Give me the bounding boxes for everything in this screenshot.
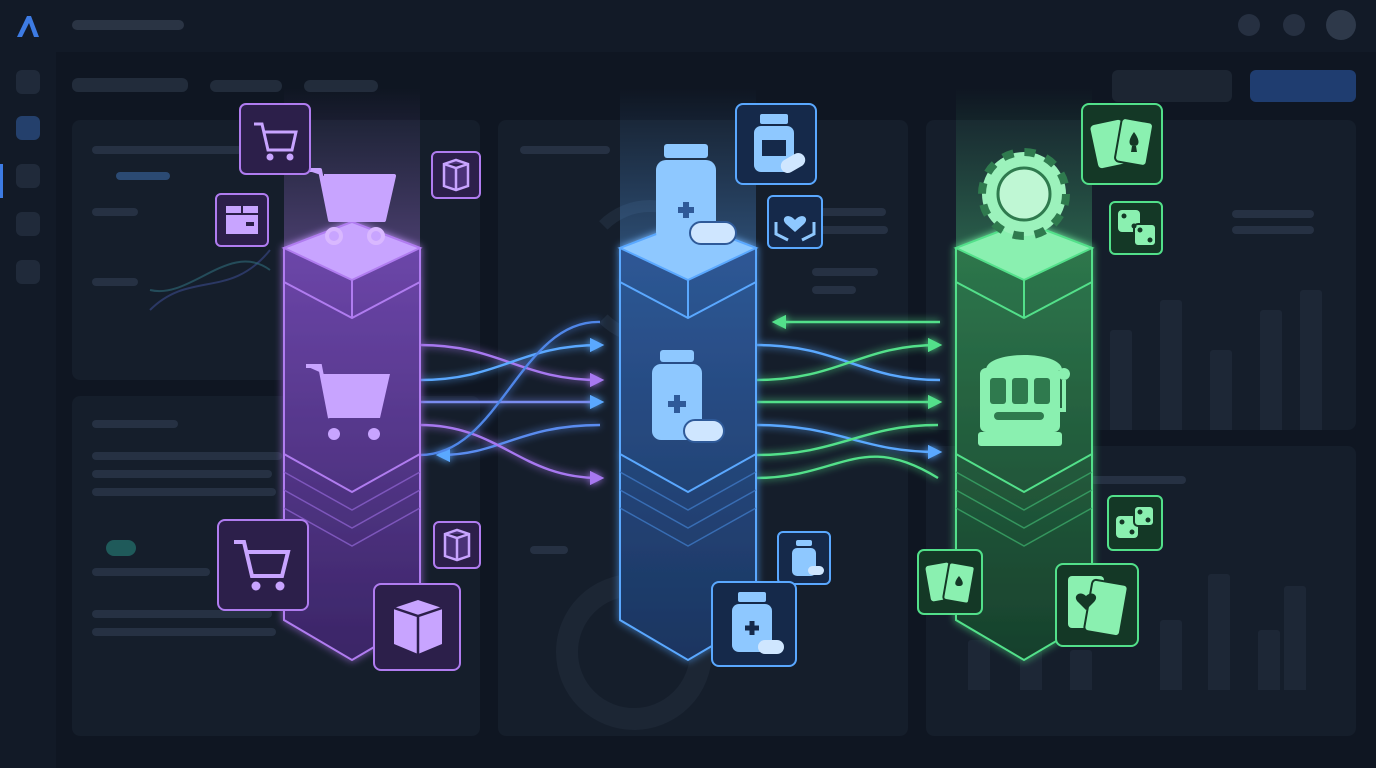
bar-placeholder	[1260, 310, 1282, 430]
metric-label-placeholder	[530, 546, 568, 554]
metric-label-placeholder	[812, 286, 856, 294]
sidebar-active-indicator	[0, 164, 3, 198]
card-title-placeholder	[1232, 210, 1314, 218]
sidebar	[0, 52, 56, 768]
bar-placeholder	[1110, 330, 1132, 430]
connection-arrow	[419, 320, 601, 457]
package-icon[interactable]	[432, 520, 482, 570]
axis-label-placeholder	[92, 208, 138, 216]
slot-machine-icon	[978, 355, 1070, 446]
axis-label-placeholder	[92, 278, 138, 286]
primary-button[interactable]	[1250, 70, 1356, 102]
background-line-series	[149, 260, 271, 293]
user-avatar[interactable]	[1326, 10, 1356, 40]
connection-arrow	[435, 423, 601, 463]
list-line-placeholder	[92, 488, 276, 496]
top-bar	[0, 0, 1376, 52]
metric-label-placeholder	[812, 226, 888, 234]
bar-placeholder	[1070, 650, 1092, 690]
toggle-placeholder[interactable]	[106, 540, 136, 556]
casino-chip-icon	[978, 148, 1070, 240]
package-icon[interactable]	[430, 150, 482, 200]
medicine-bottle-icon[interactable]	[734, 102, 818, 186]
connection-arrow	[419, 423, 605, 486]
bar-placeholder	[1160, 620, 1182, 690]
medicine-bottle-icon	[656, 144, 737, 245]
list-line-placeholder	[92, 568, 210, 576]
bar-placeholder	[1258, 630, 1280, 690]
layout-icon[interactable]	[16, 164, 40, 188]
list-line-placeholder	[92, 452, 282, 460]
connection-arrow	[419, 337, 605, 382]
shopping-cart-icon[interactable]	[216, 518, 310, 612]
card-title-placeholder	[1090, 476, 1186, 484]
analytics-icon[interactable]	[16, 116, 40, 140]
card-title-placeholder	[92, 420, 178, 428]
bar-placeholder	[1300, 290, 1322, 430]
app-logo-icon[interactable]	[14, 12, 42, 40]
page-title-placeholder	[72, 78, 188, 92]
bell-icon[interactable]	[1283, 14, 1305, 36]
shopping-cart-icon	[306, 168, 396, 245]
bar-placeholder	[1210, 350, 1232, 430]
bar-placeholder	[1160, 300, 1182, 430]
background-line-series	[149, 249, 271, 311]
card-title-placeholder	[92, 146, 242, 154]
list-line-placeholder	[92, 610, 272, 618]
medicine-bottle-icon	[652, 350, 725, 443]
card-title-placeholder	[1232, 226, 1314, 234]
connection-arrow	[755, 423, 939, 457]
heart-card-icon[interactable]	[1054, 562, 1140, 648]
bar-placeholder	[1208, 574, 1230, 690]
medicine-bottle-icon[interactable]	[710, 580, 798, 668]
users-icon[interactable]	[16, 212, 40, 236]
puzzle-icon[interactable]	[16, 260, 40, 284]
playing-cards-icon[interactable]	[916, 548, 984, 616]
help-icon[interactable]	[1238, 14, 1260, 36]
care-hands-icon[interactable]	[766, 194, 824, 250]
metric-label-placeholder	[812, 268, 878, 276]
card-title-placeholder	[520, 146, 610, 154]
bar-placeholder	[1284, 586, 1306, 690]
list-line-placeholder	[92, 628, 276, 636]
retail-pillar[interactable]	[281, 220, 423, 662]
home-icon[interactable]	[16, 70, 40, 94]
connection-arrow	[755, 455, 939, 480]
tab-placeholder[interactable]	[210, 80, 282, 92]
connection-arrow	[755, 337, 943, 382]
bar-placeholder	[968, 640, 990, 690]
package-icon[interactable]	[372, 582, 462, 672]
list-line-placeholder	[92, 470, 272, 478]
shopping-cart-icon[interactable]	[238, 102, 312, 176]
metric-label-placeholder	[812, 208, 886, 216]
shopping-cart-icon	[306, 364, 390, 440]
dice-icon[interactable]	[1106, 494, 1164, 552]
dice-icon[interactable]	[1108, 200, 1164, 256]
secondary-button[interactable]	[1112, 70, 1232, 102]
workspace-title-placeholder	[72, 20, 184, 30]
playing-cards-icon[interactable]	[1080, 102, 1164, 186]
package-icon[interactable]	[214, 192, 270, 248]
connection-arrow	[755, 423, 943, 460]
legend-placeholder	[116, 172, 170, 180]
medicine-bottle-icon[interactable]	[776, 530, 832, 586]
